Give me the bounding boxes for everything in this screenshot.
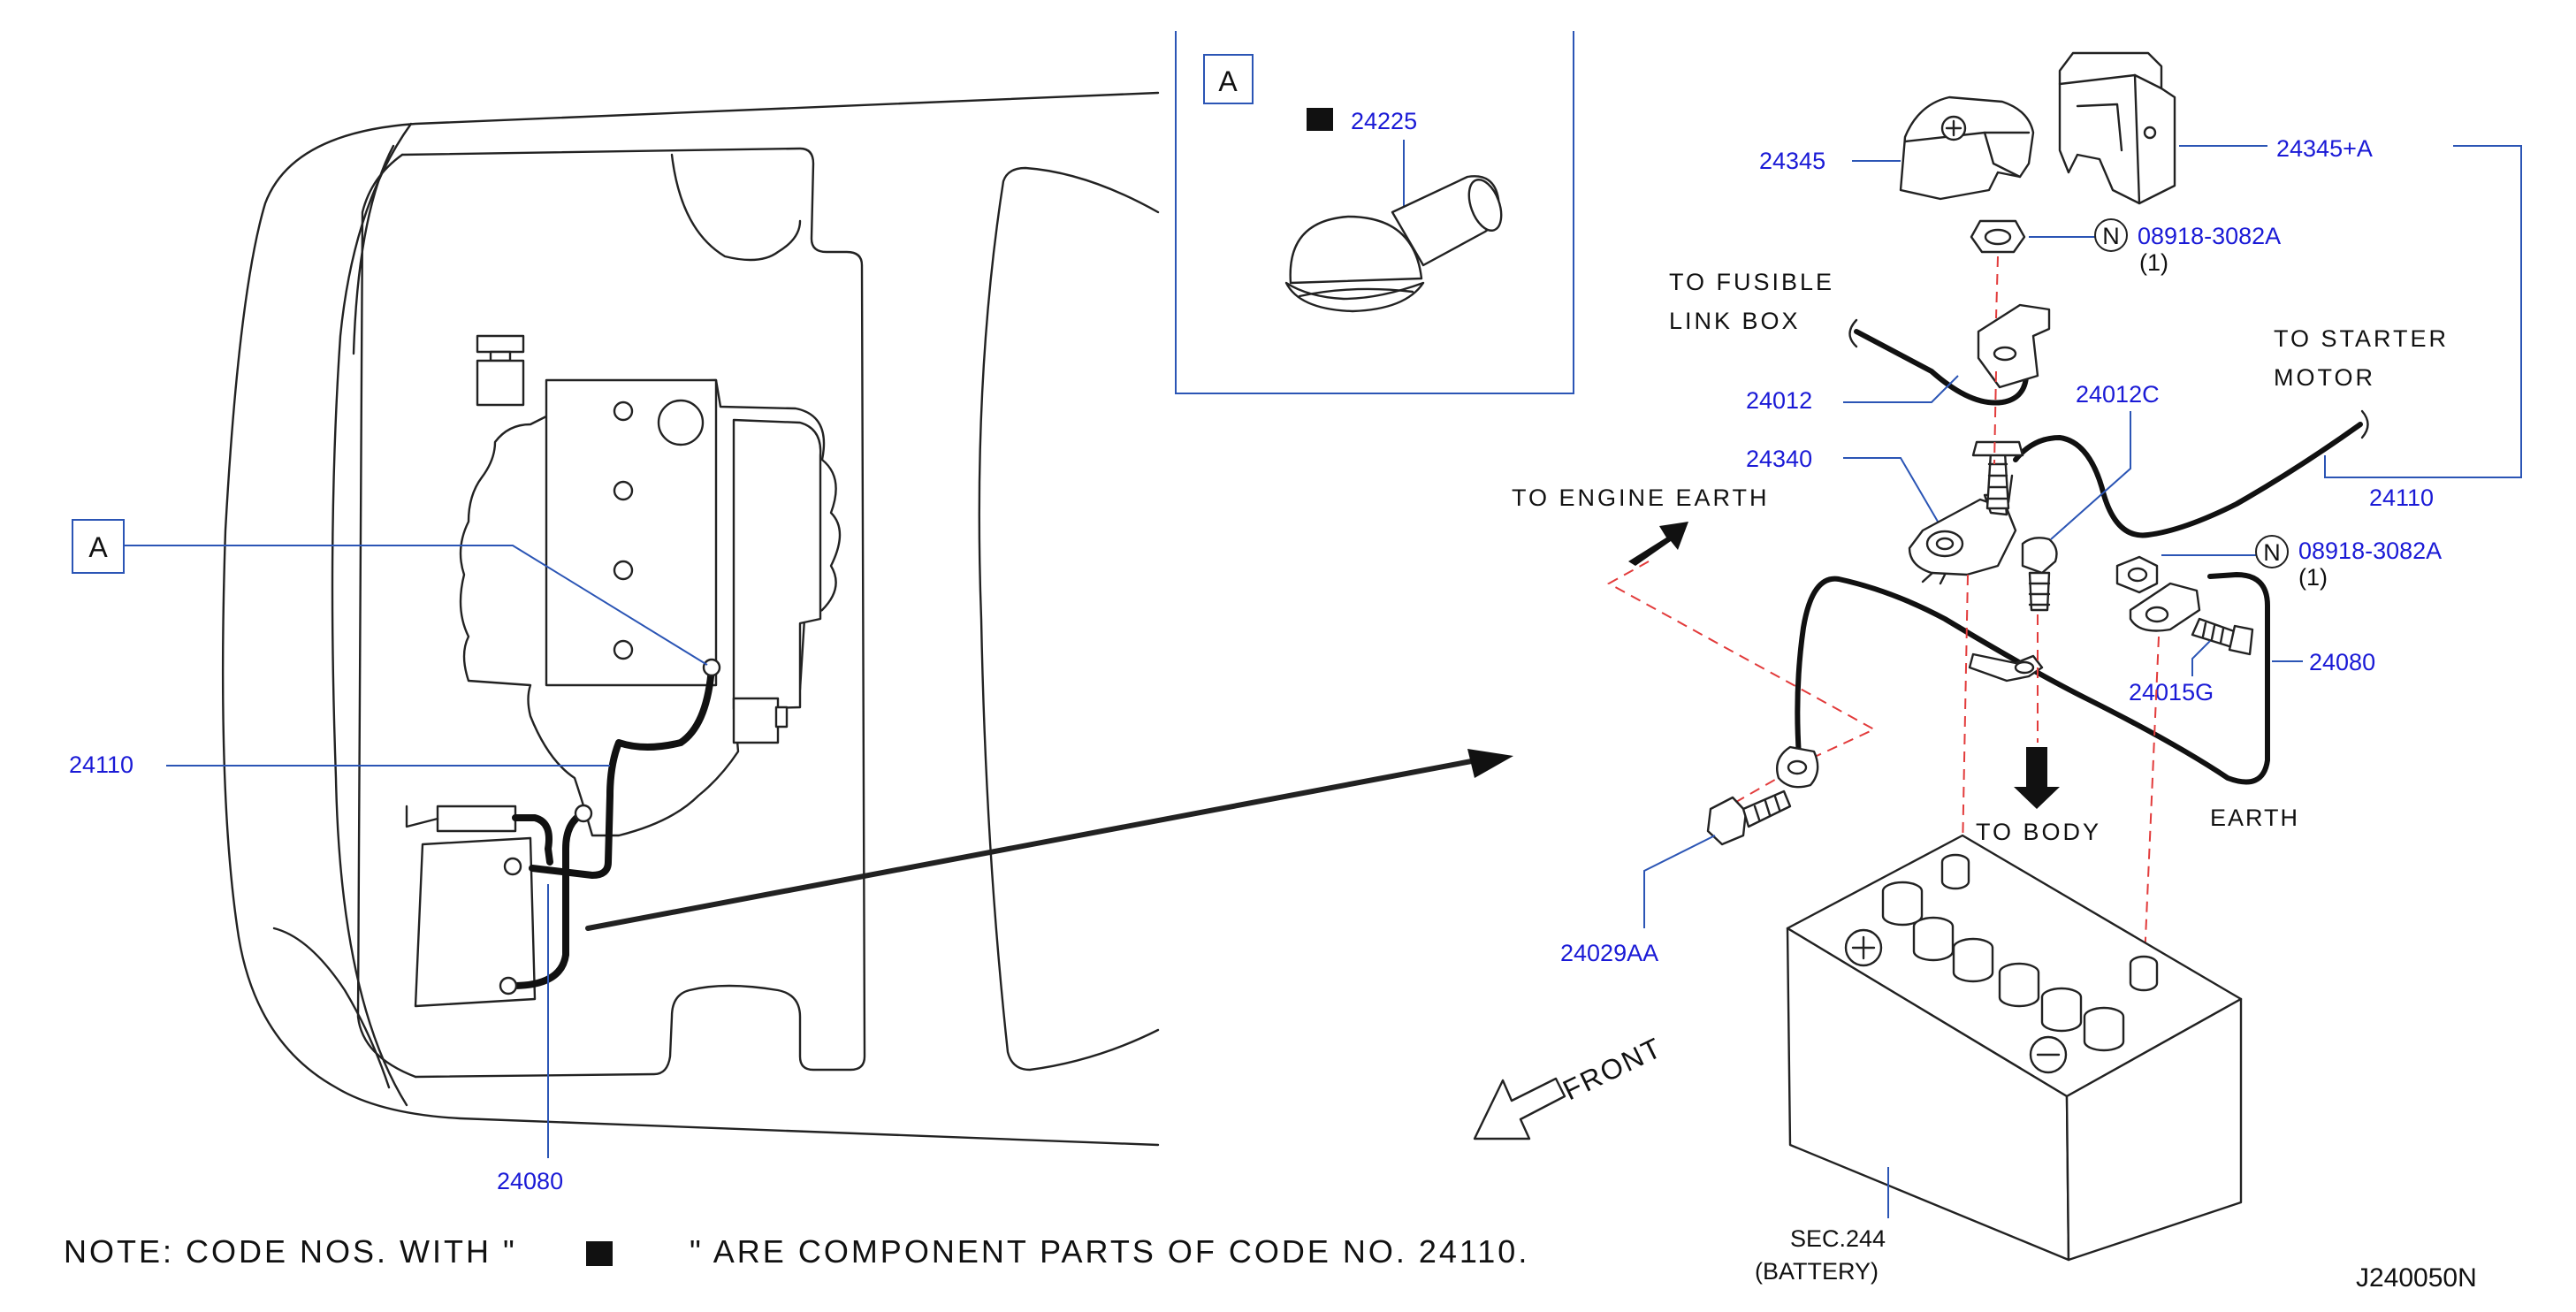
part-24080-right-label: 24080 <box>2309 649 2375 675</box>
detail-a-panel: A 24225 <box>1175 31 1574 394</box>
note-suffix: " ARE COMPONENT PARTS OF CODE NO. 24110. <box>690 1233 1529 1270</box>
qty-top: (1) <box>2139 249 2168 276</box>
part-24012-label: 24012 <box>1746 387 1812 414</box>
note-prefix: NOTE: CODE NOS. WITH " <box>64 1233 517 1270</box>
nut-symbol-mid-icon <box>2255 535 2289 568</box>
part-24012c-label: 24012C <box>2076 381 2160 408</box>
part-08918-mid-label: 08918-3082A <box>2298 538 2442 564</box>
battery-sec-label: SEC.244 <box>1790 1225 1886 1252</box>
part-24110-right-label: 24110 <box>2369 484 2434 511</box>
to-starter-motor-line2: MOTOR <box>2274 364 2375 391</box>
drawing-id: J240050N <box>2356 1263 2477 1293</box>
battery-name-label: (BATTERY) <box>1755 1258 1879 1285</box>
view-a-frame <box>72 519 125 574</box>
front-label: FRONT <box>1558 1031 1667 1106</box>
to-starter-motor-line1: TO STARTER <box>2274 325 2449 352</box>
to-fusible-link-box-line1: TO FUSIBLE <box>1669 269 1834 295</box>
clamp-bolt <box>1971 440 2024 510</box>
terminal-cap-24225 <box>1284 175 1503 313</box>
engine-earth-arrow-icon <box>1628 522 1688 566</box>
terminal-cover-24345a <box>2058 51 2176 205</box>
battery-cells <box>1881 853 2159 1052</box>
nut-symbol-icon <box>2094 218 2128 252</box>
to-engine-earth-label: TO ENGINE EARTH <box>1512 484 1770 511</box>
bolt-24015g <box>2191 617 2254 656</box>
to-body-arrow-icon <box>2014 747 2060 809</box>
terminal-cover-24345 <box>1899 95 2035 201</box>
part-24345a-label: 24345+A <box>2276 135 2373 162</box>
part-24080-left-label: 24080 <box>497 1168 563 1194</box>
bolt-24012c <box>2021 537 2058 612</box>
earth-terminal-lug <box>2129 582 2201 632</box>
part-24029aa-label: 24029AA <box>1560 940 1658 966</box>
earth-label: EARTH <box>2210 805 2299 831</box>
part-24225-label: 24225 <box>1351 108 1417 134</box>
front-arrow-icon <box>1473 1077 1566 1140</box>
part-24015g-label: 24015G <box>2129 679 2214 706</box>
nut-08918-top <box>1970 219 2026 254</box>
part-24340-label: 24340 <box>1746 446 1812 472</box>
exploded-view: 24345 24345+A N 08918-3082A (1) TO FUSIB… <box>1473 51 2522 1285</box>
to-body-label: TO BODY <box>1976 819 2101 845</box>
battery <box>1786 834 2243 1262</box>
to-fusible-link-box-line2: LINK BOX <box>1669 308 1801 334</box>
nut-symbol-mid: N <box>2263 539 2281 566</box>
bolt-24029aa <box>1706 789 1792 846</box>
part-24345-label: 24345 <box>1759 148 1825 174</box>
note-component-marker-square <box>586 1241 613 1266</box>
detail-label: A <box>1218 65 1238 97</box>
nut-symbol-top: N <box>2102 223 2120 249</box>
nut-08918-mid <box>2115 555 2159 594</box>
engine-bay-view <box>221 91 1513 1147</box>
component-marker-square <box>1307 108 1333 131</box>
part-08918-top-label: 08918-3082A <box>2138 223 2281 249</box>
view-a-marker: A <box>88 531 108 563</box>
qty-mid: (1) <box>2298 564 2328 591</box>
part-24110-left-label: 24110 <box>69 751 133 778</box>
detail-a-frame <box>1203 54 1254 104</box>
